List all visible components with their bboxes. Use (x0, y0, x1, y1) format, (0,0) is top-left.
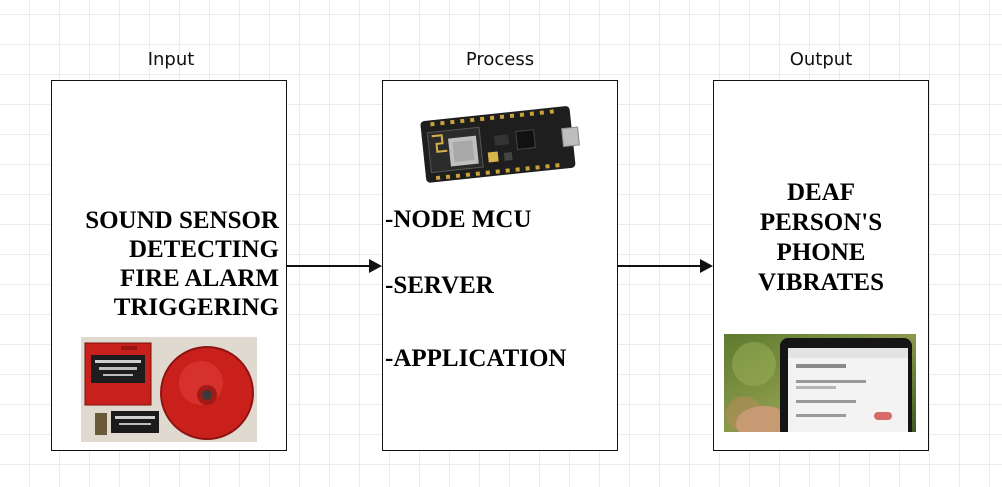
output-line-4: VIBRATES (758, 269, 884, 296)
output-title: Output (789, 49, 853, 70)
process-item-node-mcu: -NODE MCU (385, 206, 532, 233)
process-list: -NODE MCU -SERVER -APPLICATION (385, 205, 566, 373)
input-text: SOUND SENSOR DETECTING FIRE ALARM TRIGGE… (85, 206, 279, 322)
input-box: SOUND SENSOR DETECTING FIRE ALARM TRIGGE… (51, 80, 287, 451)
output-line-3: PHONE (776, 239, 866, 266)
input-title: Input (147, 49, 195, 70)
nodemcu-image (413, 99, 591, 191)
phone-image (724, 334, 916, 432)
process-item-server: -SERVER (385, 272, 494, 299)
input-line-2: DETECTING (128, 236, 279, 263)
output-box: DEAF PERSON'S PHONE VIBRATES (713, 80, 929, 451)
input-line-4: TRIGGERING (113, 294, 279, 321)
arrow-process-to-output (618, 259, 713, 273)
output-line-1: DEAF (786, 179, 856, 206)
process-title: Process (465, 49, 535, 70)
process-box: -NODE MCU -SERVER -APPLICATION (382, 80, 618, 451)
input-line-3: FIRE ALARM (119, 265, 279, 292)
input-line-1: SOUND SENSOR (85, 207, 279, 234)
arrow-input-to-process (287, 259, 382, 273)
output-line-2: PERSON'S (759, 209, 883, 236)
output-text: DEAF PERSON'S PHONE VIBRATES (714, 178, 928, 298)
fire-alarm-image (81, 337, 257, 442)
process-item-application: -APPLICATION (385, 345, 567, 372)
